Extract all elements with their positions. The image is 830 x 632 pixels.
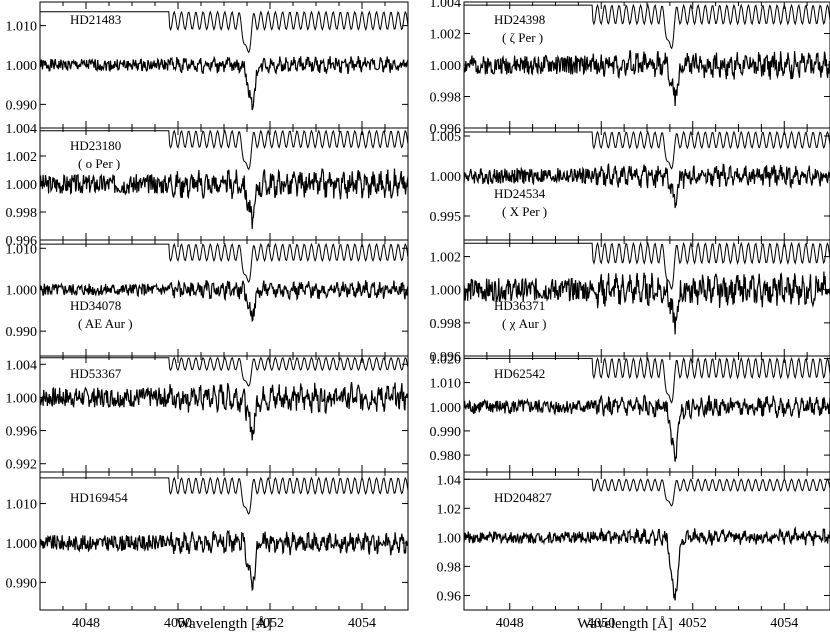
y-tick-label: 1.000: [6, 391, 38, 406]
x-tick-label: 4048: [496, 616, 524, 631]
model-spectrum-line: [40, 476, 409, 515]
y-tick-label: 1.000: [6, 537, 38, 552]
y-tick-label: 0.995: [430, 210, 462, 225]
star-name-label: HD23180: [70, 138, 121, 153]
star-alias-label: ( o Per ): [78, 156, 120, 171]
y-tick-label: 1.04: [437, 473, 462, 488]
model-spectrum-line: [464, 3, 830, 50]
y-tick-label: 1.004: [6, 122, 38, 137]
y-tick-label: 0.996: [430, 350, 462, 365]
y-tick-label: 1.010: [430, 377, 462, 392]
y-tick-label: 1.002: [430, 28, 462, 43]
y-tick-label: 0.996: [430, 122, 462, 137]
x-tick-label: 4052: [679, 616, 707, 631]
panel-HD169454: 0.990 1.000 1.010 HD169454: [6, 471, 409, 611]
x-tick-label: 4050: [164, 616, 192, 631]
y-tick-label: 1.000: [430, 59, 462, 74]
y-tick-label: 1.010: [6, 20, 38, 35]
y-tick-label: 0.998: [6, 206, 38, 221]
y-tick-label: 1.000: [6, 59, 38, 74]
star-alias-label: ( X Per ): [502, 204, 547, 219]
observed-spectrum-line: [39, 55, 409, 111]
y-tick-label: 0.992: [6, 458, 38, 473]
y-tick-label: 1.02: [437, 502, 462, 517]
star-alias-label: ( AE Aur ): [78, 316, 133, 331]
star-name-label: HD204827: [494, 490, 552, 505]
y-tick-label: 1.002: [6, 150, 38, 165]
y-tick-label: 1.004: [6, 358, 38, 373]
y-tick-label: 1.000: [6, 284, 38, 299]
x-tick-label: 4054: [348, 616, 376, 631]
y-tick-label: 1.000: [430, 284, 462, 299]
model-spectrum-line: [464, 130, 830, 170]
observed-spectrum-line: [39, 279, 409, 323]
x-axis-label-right: Wavelength [Å]: [577, 616, 673, 632]
y-tick-label: 0.990: [6, 576, 38, 591]
x-tick-label: 4052: [256, 616, 284, 631]
star-name-label: HD53367: [70, 366, 122, 381]
star-name-label: HD62542: [494, 366, 545, 381]
observed-spectrum-line: [39, 529, 409, 592]
y-tick-label: 0.96: [437, 589, 462, 604]
star-alias-label: ( ζ Per ): [502, 30, 543, 45]
y-tick-label: 1.004: [430, 0, 462, 11]
y-tick-label: 0.990: [430, 425, 462, 440]
y-tick-label: 0.98: [437, 560, 462, 575]
x-axis-label-left: Wavelength [Å]: [176, 616, 272, 632]
y-tick-label: 1.000: [430, 170, 462, 185]
model-spectrum-line: [40, 129, 409, 171]
y-tick-label: 1.005: [430, 130, 462, 145]
x-tick-label: 4048: [72, 616, 100, 631]
star-name-label: HD34078: [70, 298, 121, 313]
y-tick-label: 0.990: [6, 98, 38, 113]
model-spectrum-line: [40, 10, 409, 54]
y-tick-label: 1.000: [6, 178, 38, 193]
x-tick-label: 4054: [770, 616, 798, 631]
model-spectrum-line: [464, 356, 830, 404]
observed-spectrum-line: [39, 168, 409, 229]
panel-HD21483: 0.990 1.000 1.010 HD21483: [6, 1, 409, 129]
observed-spectrum-line: [463, 525, 830, 601]
star-name-label: HD36371: [494, 298, 545, 313]
star-name-label: HD21483: [70, 12, 121, 27]
y-tick-label: 1.010: [6, 498, 38, 513]
observed-spectrum-line: [39, 381, 409, 441]
y-tick-label: 1.010: [6, 242, 38, 257]
y-tick-label: 0.998: [430, 317, 462, 332]
y-tick-label: 1.00: [437, 531, 462, 546]
star-name-label: HD24534: [494, 186, 546, 201]
model-spectrum-line: [40, 356, 409, 387]
y-tick-label: 1.020: [430, 352, 462, 367]
observed-spectrum-line: [463, 271, 830, 335]
y-tick-label: 0.996: [6, 234, 38, 249]
model-spectrum-line: [40, 242, 409, 284]
y-tick-label: 0.980: [430, 449, 462, 464]
y-tick-label: 0.996: [6, 425, 38, 440]
y-tick-label: 0.990: [6, 325, 38, 340]
x-tick-label: 4050: [587, 616, 615, 631]
observed-spectrum-line: [463, 50, 830, 107]
star-name-label: HD169454: [70, 490, 128, 505]
star-alias-label: ( χ Aur ): [502, 316, 546, 331]
star-name-label: HD24398: [494, 12, 545, 27]
y-tick-label: 1.002: [430, 251, 462, 266]
model-spectrum-line: [464, 478, 830, 507]
observed-spectrum-line: [463, 163, 830, 209]
observed-spectrum-line: [463, 394, 830, 462]
y-tick-label: 1.000: [430, 401, 462, 416]
y-tick-label: 0.998: [430, 91, 462, 106]
model-spectrum-line: [464, 241, 830, 291]
